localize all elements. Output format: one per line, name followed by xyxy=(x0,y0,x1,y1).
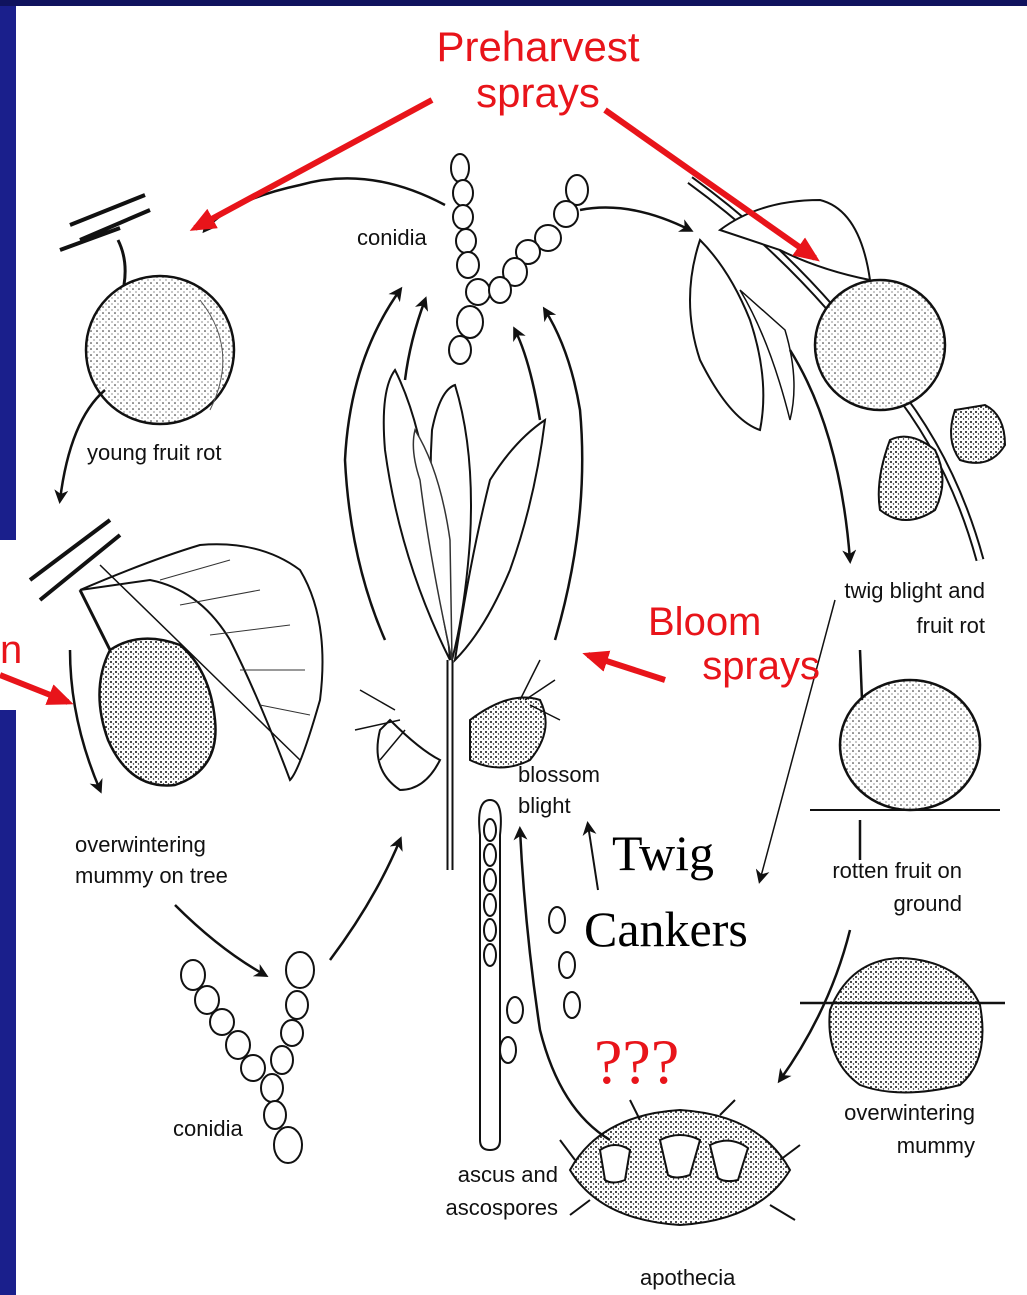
label-rotten-fruit-line2: ground xyxy=(800,891,962,916)
annotation-left-partial: n xyxy=(0,628,22,672)
label-ascus: ascus and ascospores xyxy=(420,1162,558,1221)
label-conidia-bottom: conidia xyxy=(173,1116,243,1141)
label-conidia-top: conidia xyxy=(357,225,427,250)
label-blossom-line1: blossom xyxy=(518,762,600,787)
label-blossom-blight: blossom blight xyxy=(518,762,600,819)
annotation-preharvest-line2: sprays xyxy=(418,70,658,116)
annotation-twig: Twig xyxy=(612,828,714,878)
annotation-preharvest-sprays: Preharvest sprays xyxy=(418,24,658,116)
label-blossom-line2: blight xyxy=(518,793,600,818)
label-ascus-line2: ascospores xyxy=(420,1195,558,1220)
annotation-bloom-sprays: Bloom sprays xyxy=(640,600,820,688)
label-rotten-fruit-line1: rotten fruit on xyxy=(800,858,962,883)
label-overwintering-mummy-line2: mummy xyxy=(820,1133,975,1158)
label-overwintering-mummy-line1: overwintering xyxy=(820,1100,975,1125)
label-overwintering-tree-line1: overwintering xyxy=(75,832,228,857)
annotation-preharvest-line1: Preharvest xyxy=(418,24,658,70)
label-rotten-fruit: rotten fruit on ground xyxy=(800,858,962,917)
label-overwintering-tree-line2: mummy on tree xyxy=(75,863,228,888)
annotation-question-marks: ??? xyxy=(594,1030,679,1094)
label-overwintering-mummy: overwintering mummy xyxy=(820,1100,975,1159)
label-ascus-line1: ascus and xyxy=(420,1162,558,1187)
label-apothecia: apothecia xyxy=(640,1265,735,1290)
label-overwintering-tree: overwintering mummy on tree xyxy=(75,832,228,889)
annotation-bloom-line1: Bloom xyxy=(640,600,820,644)
annotation-cankers: Cankers xyxy=(584,904,748,954)
label-young-fruit-rot: young fruit rot xyxy=(87,440,222,465)
annotation-bloom-line2: sprays xyxy=(640,644,820,688)
